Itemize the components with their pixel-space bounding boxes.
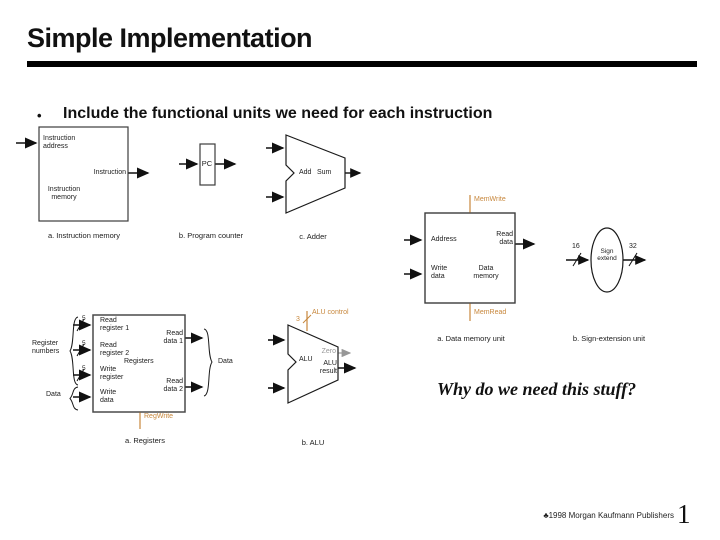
page-title: Simple Implementation bbox=[27, 23, 313, 53]
register-numbers-label: Register numbers bbox=[32, 340, 60, 355]
instr-address-label: Instruction address bbox=[43, 135, 76, 150]
data-memory-label: Data memory bbox=[473, 265, 499, 280]
se-output-width: 32 bbox=[629, 243, 637, 250]
sign-extend-shape bbox=[590, 227, 624, 293]
data-memory-box bbox=[424, 212, 516, 304]
read-register-1-label: Read register 1 bbox=[100, 317, 130, 332]
registers-box bbox=[92, 314, 186, 413]
program-counter-caption: b. Program counter bbox=[178, 231, 244, 240]
title-rule bbox=[27, 61, 697, 67]
alu-control-width: 3 bbox=[296, 316, 300, 323]
page-number: 1 bbox=[677, 499, 691, 529]
data-in-brace bbox=[69, 386, 79, 411]
register-numbers-brace bbox=[69, 316, 79, 386]
adder-caption: c. Adder bbox=[299, 232, 327, 241]
alu-result-label: ALU result bbox=[319, 360, 337, 375]
regwrite-label: RegWrite bbox=[144, 413, 174, 420]
alu-control-label: ALU control bbox=[312, 309, 349, 316]
bullet-text: Include the functional units we need for… bbox=[63, 105, 493, 122]
data-out-label: Data bbox=[218, 358, 233, 365]
alu-zero-label: Zero bbox=[321, 348, 336, 355]
bus-slash bbox=[628, 252, 638, 267]
alu-shape bbox=[287, 324, 339, 404]
write-register-label: Write register bbox=[100, 366, 124, 381]
adder-shape bbox=[285, 134, 346, 214]
memwrite-label: MemWrite bbox=[474, 196, 506, 203]
footer: ♣1998 Morgan Kaufmann Publishers bbox=[543, 511, 674, 520]
bus-width-5: 5 bbox=[82, 365, 86, 372]
instruction-memory-label: Instruction memory bbox=[47, 186, 81, 201]
bus-slash bbox=[302, 314, 312, 324]
bus-slash bbox=[572, 252, 582, 267]
bus-width-5: 5 bbox=[82, 340, 86, 347]
adder-sum-label: Sum bbox=[317, 169, 332, 176]
dm-read-data-label: Read data bbox=[496, 231, 513, 246]
se-input-width: 16 bbox=[572, 243, 580, 250]
data-in-label: Data bbox=[46, 391, 61, 398]
bus-slash bbox=[76, 318, 85, 332]
read-data-2-label: Read data 2 bbox=[163, 378, 183, 393]
footer-text: 1998 Morgan Kaufmann Publishers bbox=[548, 511, 674, 520]
instruction-label: Instruction bbox=[93, 169, 126, 176]
sign-extend-label: Sign extend bbox=[597, 248, 617, 262]
bus-slash bbox=[76, 368, 85, 382]
dm-address-label: Address bbox=[431, 236, 457, 243]
read-register-2-label: Read register 2 bbox=[100, 342, 130, 357]
adder-add-label: Add bbox=[299, 169, 312, 176]
read-data-1-label: Read data 1 bbox=[163, 330, 183, 345]
memread-label: MemRead bbox=[474, 309, 507, 316]
bus-width-5: 5 bbox=[82, 315, 86, 322]
bus-slash bbox=[76, 343, 85, 357]
instruction-memory-caption: a. Instruction memory bbox=[47, 231, 121, 240]
alu-label: ALU bbox=[299, 356, 313, 363]
registers-caption: a. Registers bbox=[124, 436, 166, 445]
reg-write-data-label: Write data bbox=[100, 389, 117, 404]
pc-label: PC bbox=[201, 159, 213, 168]
data-memory-caption: a. Data memory unit bbox=[437, 334, 505, 343]
alu-caption: b. ALU bbox=[301, 438, 325, 447]
registers-label: Registers bbox=[124, 358, 154, 365]
publisher-mark-icon: ♣ bbox=[543, 511, 549, 520]
instruction-memory-box bbox=[38, 126, 129, 222]
dm-write-data-label: Write data bbox=[431, 265, 448, 280]
sign-extend-caption: b. Sign-extension unit bbox=[572, 334, 646, 343]
data-out-brace bbox=[203, 328, 213, 397]
bullet-marker: • bbox=[37, 108, 42, 123]
program-counter-box bbox=[199, 143, 216, 186]
question-text: Why do we need this stuff? bbox=[437, 379, 637, 399]
